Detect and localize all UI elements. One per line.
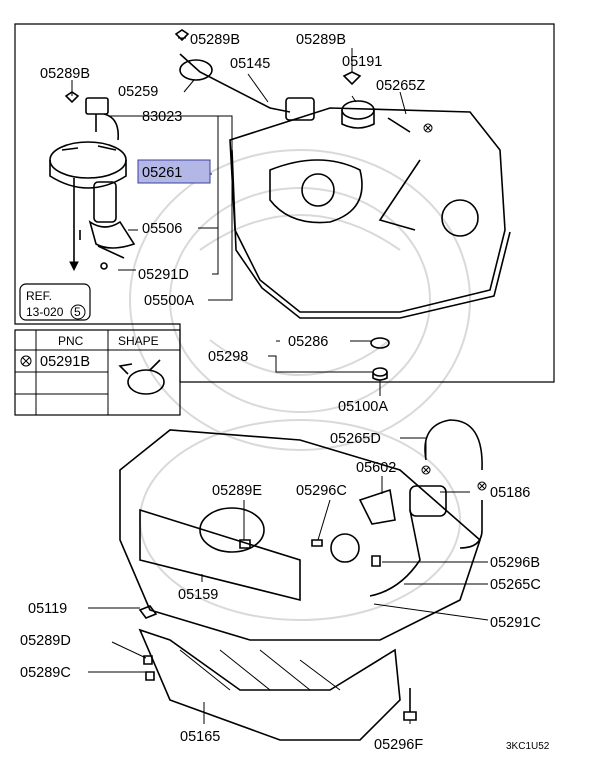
label-05289B-top[interactable]: 05289B: [190, 32, 240, 48]
fuel-pump-drawing: [49, 97, 136, 272]
table-header-shape: SHAPE: [118, 334, 159, 348]
label-05265D[interactable]: 05265D: [330, 431, 381, 447]
label-05165[interactable]: 05165: [180, 729, 220, 745]
label-05291C[interactable]: 05291C: [490, 615, 541, 631]
label-05265Z[interactable]: 05265Z: [376, 78, 425, 94]
ref-line1: REF.: [26, 289, 52, 303]
label-05119[interactable]: 05119: [28, 601, 67, 617]
watermark-emblem: [129, 149, 471, 621]
table-row1-pnc[interactable]: 05291B: [40, 354, 90, 370]
label-05296F[interactable]: 05296F: [374, 737, 423, 753]
label-05265C[interactable]: 05265C: [490, 577, 541, 593]
label-83023[interactable]: 83023: [142, 109, 182, 125]
label-05500A[interactable]: 05500A: [144, 293, 194, 309]
label-05289E[interactable]: 05289E: [212, 483, 262, 499]
upper-frame: [14, 23, 555, 383]
part-labels: 05289B 05289B 05289B 05259 05145 05191 0…: [20, 32, 541, 753]
diagram-code: 3KC1U52: [506, 741, 550, 752]
label-05289C[interactable]: 05289C: [20, 665, 71, 681]
label-05296B[interactable]: 05296B: [490, 555, 540, 571]
ref-box[interactable]: REF. 13-020 5: [19, 283, 91, 321]
ref-line2: 13-020: [26, 305, 64, 319]
label-05259[interactable]: 05259: [118, 84, 158, 100]
label-05289B-left[interactable]: 05289B: [40, 66, 90, 82]
label-05100A[interactable]: 05100A: [338, 399, 388, 415]
ref-circled-number: 5: [74, 305, 81, 319]
label-05291D[interactable]: 05291D: [138, 267, 189, 283]
fuel-tank-lower-drawing: [119, 419, 483, 741]
table-header-pnc: PNC: [58, 334, 84, 348]
label-05296C[interactable]: 05296C: [296, 483, 347, 499]
label-05286[interactable]: 05286: [288, 334, 328, 350]
label-05289D[interactable]: 05289D: [20, 633, 71, 649]
leader-lines: [71, 37, 489, 724]
shape-table: PNC SHAPE 05291B: [14, 329, 181, 416]
label-05506[interactable]: 05506: [142, 221, 182, 237]
hose-clamp-shape: [118, 359, 165, 395]
crossed-circle-icon: [20, 355, 32, 367]
label-05186[interactable]: 05186: [490, 485, 530, 501]
label-05602[interactable]: 05602: [356, 460, 396, 476]
label-05261[interactable]: 05261: [142, 165, 182, 181]
label-05298[interactable]: 05298: [208, 349, 248, 365]
label-05191[interactable]: 05191: [342, 54, 382, 70]
label-05145[interactable]: 05145: [230, 56, 270, 72]
label-05159[interactable]: 05159: [178, 587, 218, 603]
label-05289B-right[interactable]: 05289B: [296, 32, 346, 48]
crossed-circle-markers: [421, 123, 487, 491]
highlight-05261: [137, 159, 211, 184]
